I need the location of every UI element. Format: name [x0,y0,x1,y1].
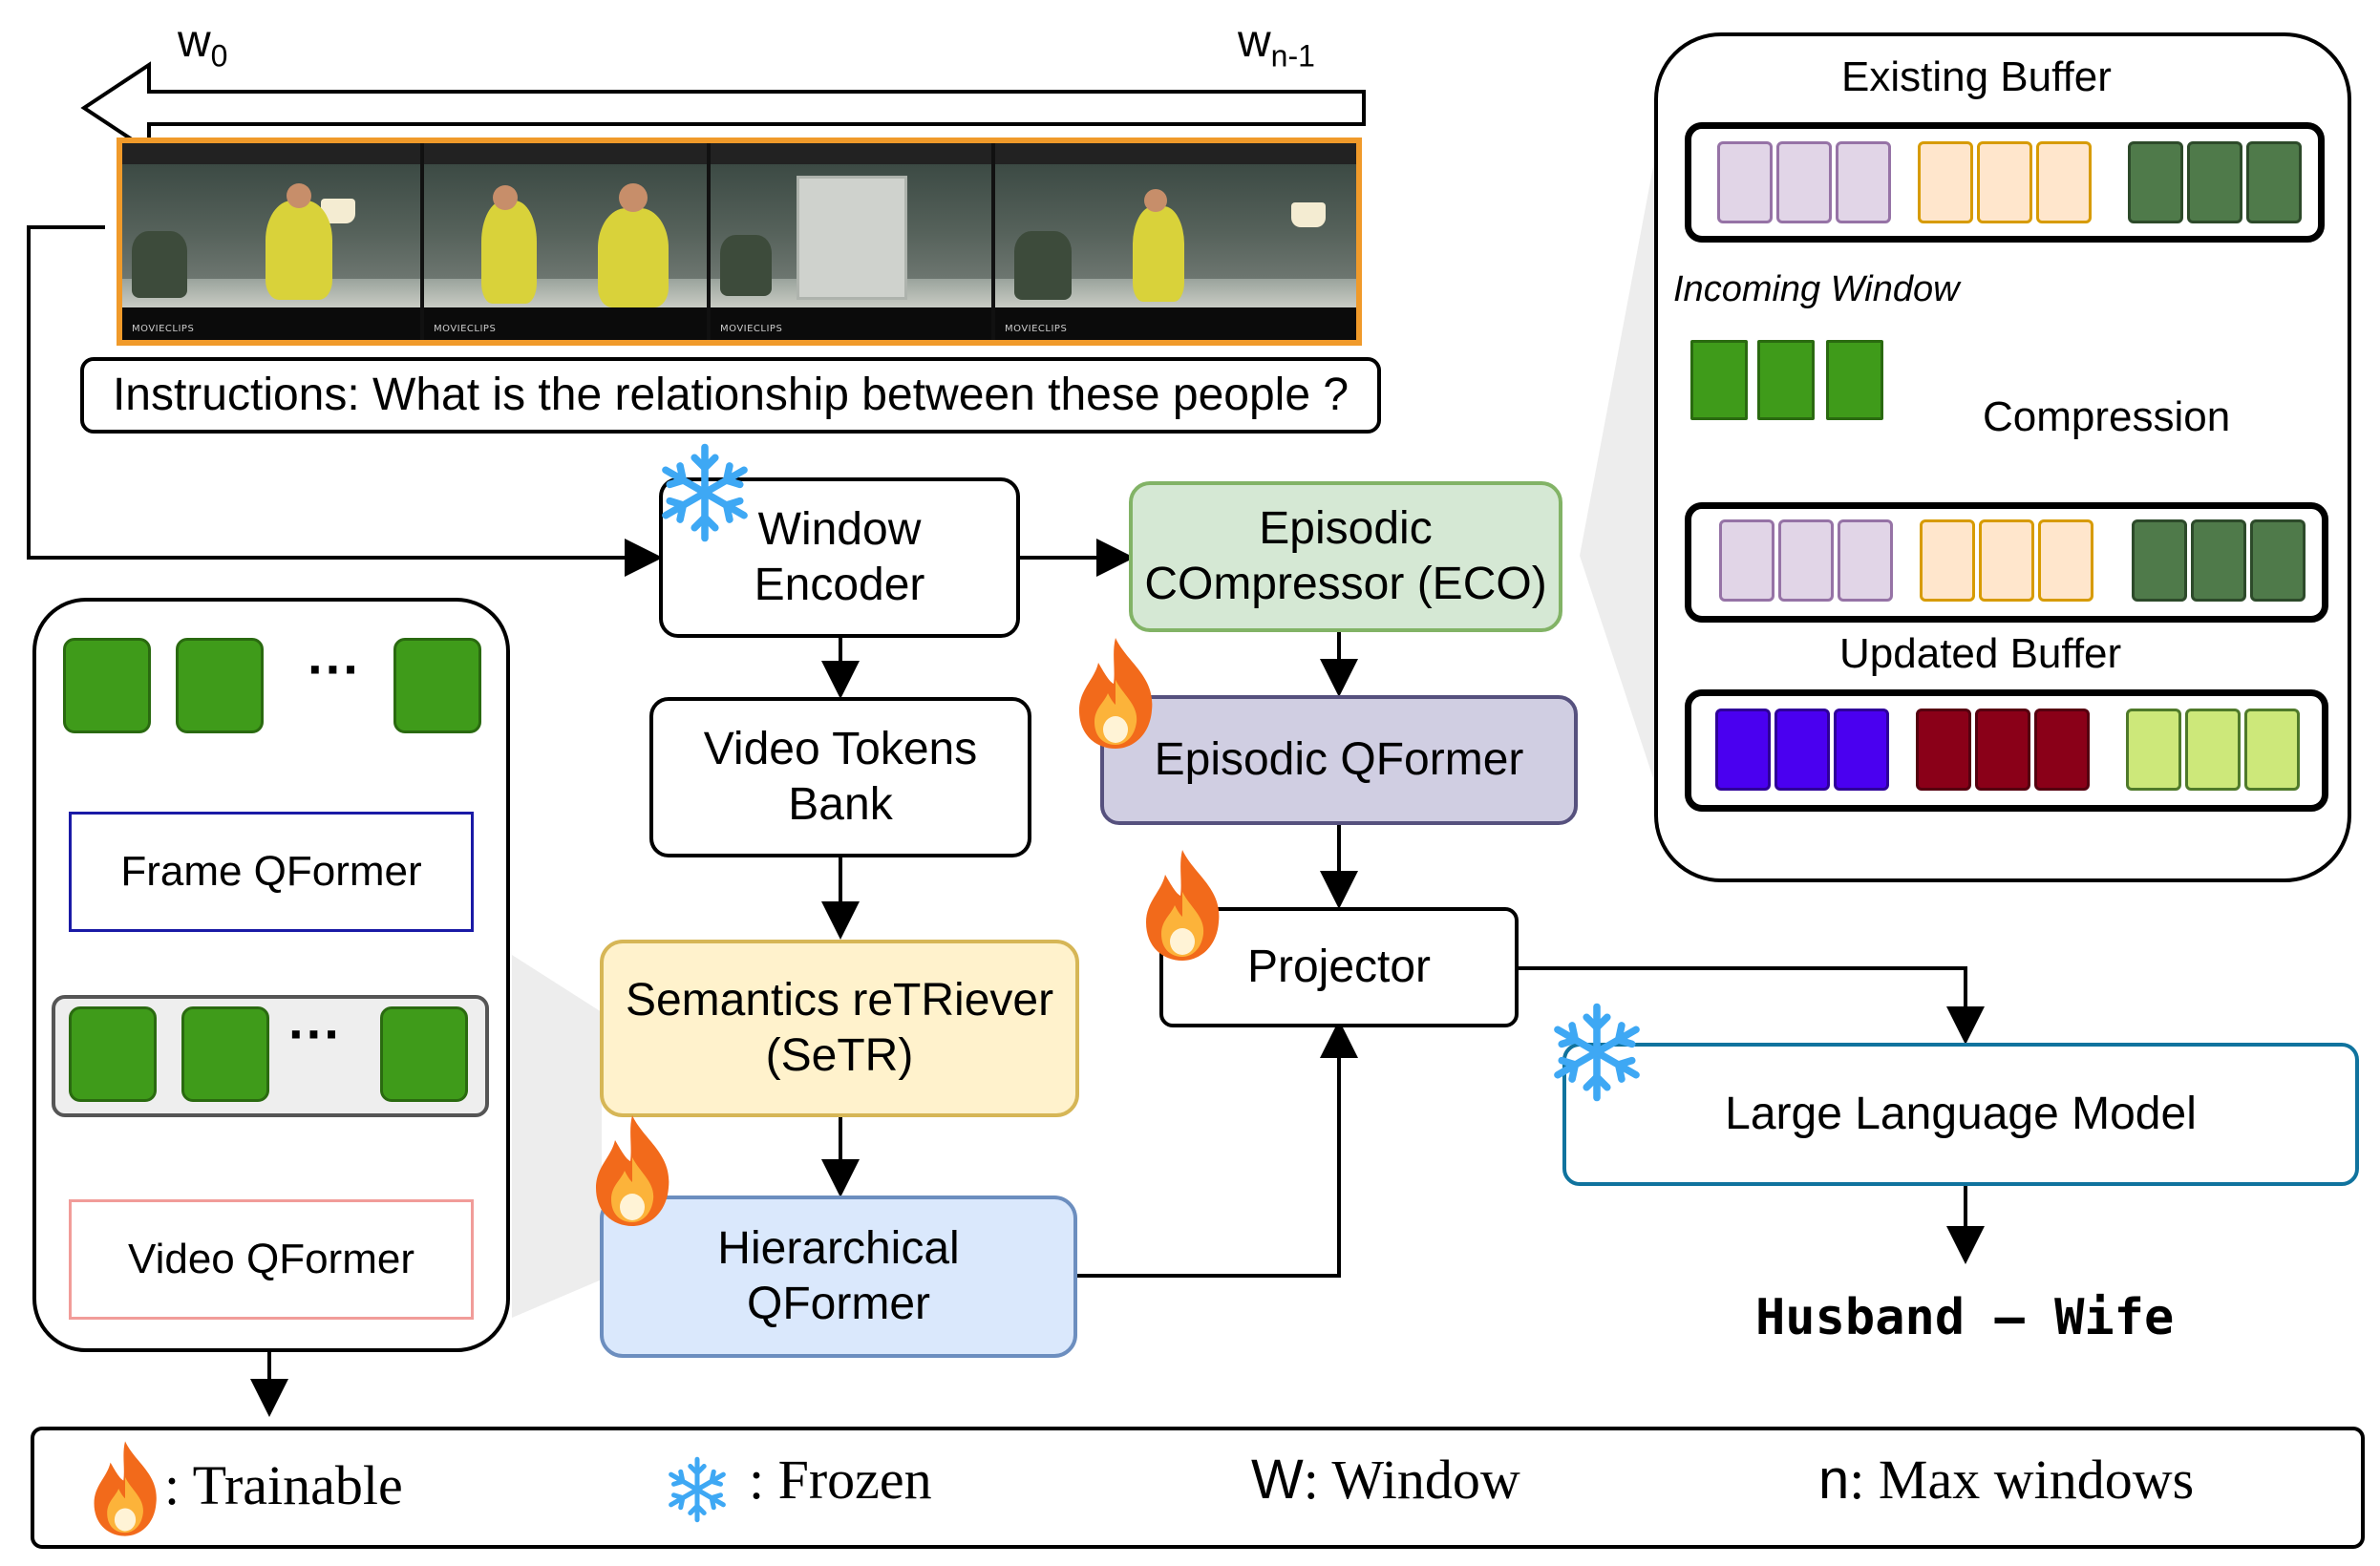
answer-text: Husband – Wife [1755,1289,2175,1346]
buffer-token [1776,141,1832,223]
projector-box: Projector [1159,907,1519,1027]
buffer-token [1774,709,1830,791]
buffer-token [1838,519,1893,602]
buffer-token [1920,519,1975,602]
video-qformer-box: Video QFormer [69,1199,474,1320]
episodic-qformer-box: Episodic QFormer [1100,695,1578,825]
buffer-token [2128,141,2183,223]
video-frame: MOVIECLIPS [995,143,1356,340]
buffer-token [2250,519,2306,602]
updated-buffer [1685,689,2328,812]
buffer-token [2034,709,2090,791]
hierarchical-qformer-box: Hierarchical QFormer [600,1196,1077,1358]
snowflake-icon [1554,1003,1640,1102]
buffer-token [2036,141,2092,223]
buffer-token [1715,709,1771,791]
query-token [69,1006,157,1102]
setr-box: Semantics reTRiever (SeTR) [600,940,1079,1117]
frame-token [393,638,481,733]
video-tokens-bank-box: Video Tokens Bank [649,697,1031,857]
updated-buffer-label: Updated Buffer [1839,630,2122,677]
instruction-box: Instructions: What is the relationship b… [80,357,1381,434]
ellipsis: ··· [288,1004,342,1064]
snowflake-icon [662,443,748,542]
existing-buffer-label: Existing Buffer [1841,53,2112,100]
incoming-token [1826,340,1883,420]
compression-label: Compression [1983,393,2231,440]
frame-token [63,638,151,733]
buffer-token [2244,709,2300,791]
frame-qformer-box: Frame QFormer [69,812,474,932]
buffer-token [1717,141,1773,223]
fire-icon [1079,638,1153,749]
fire-icon [596,1115,669,1226]
buffer-token [1979,519,2034,602]
incoming-window-label: Incoming Window [1673,269,1960,309]
existing-buffer [1685,122,2325,243]
buffer-token [1719,519,1774,602]
query-token [181,1006,269,1102]
buffer-token [1977,141,2032,223]
legend-max-windows: n: Max windows [1818,1449,2195,1511]
buffer-token [1836,141,1891,223]
legend-window: W: Window [1251,1449,1520,1511]
ellipsis: ··· [308,639,361,699]
video-frames-strip: MOVIECLIPS MOVIECLIPS MOVIECLIPS MOVIECL… [117,138,1362,346]
video-frame: MOVIECLIPS [424,143,707,340]
wn-label: wn-1 [1238,16,1315,74]
w0-label: w0 [178,16,228,74]
buffer-token [1916,709,1971,791]
buffer-token [1778,519,1834,602]
buffer-token [2246,141,2302,223]
fire-icon [94,1441,157,1536]
buffer-token [2132,519,2187,602]
llm-box: Large Language Model [1562,1043,2359,1186]
window-direction-arrow [80,61,1366,155]
buffer-token [1834,709,1889,791]
video-frame: MOVIECLIPS [711,143,991,340]
buffer-token [2126,709,2181,791]
query-token [380,1006,468,1102]
buffer-token [2185,709,2241,791]
incoming-token [1757,340,1815,420]
compressed-buffer [1685,502,2328,623]
buffer-token [1975,709,2030,791]
buffer-token [2187,141,2242,223]
legend-bar [31,1427,2365,1549]
snowflake-icon [669,1456,726,1523]
eco-box: Episodic COmpressor (ECO) [1129,481,1562,632]
buffer-token [2191,519,2246,602]
frame-token [176,638,264,733]
buffer-token [1918,141,1973,223]
incoming-token [1690,340,1748,420]
legend-trainable: : Trainable [164,1454,403,1516]
video-frame: MOVIECLIPS [122,143,420,340]
legend-frozen: : Frozen [749,1449,932,1511]
fire-icon [1146,850,1220,961]
buffer-token [2038,519,2093,602]
